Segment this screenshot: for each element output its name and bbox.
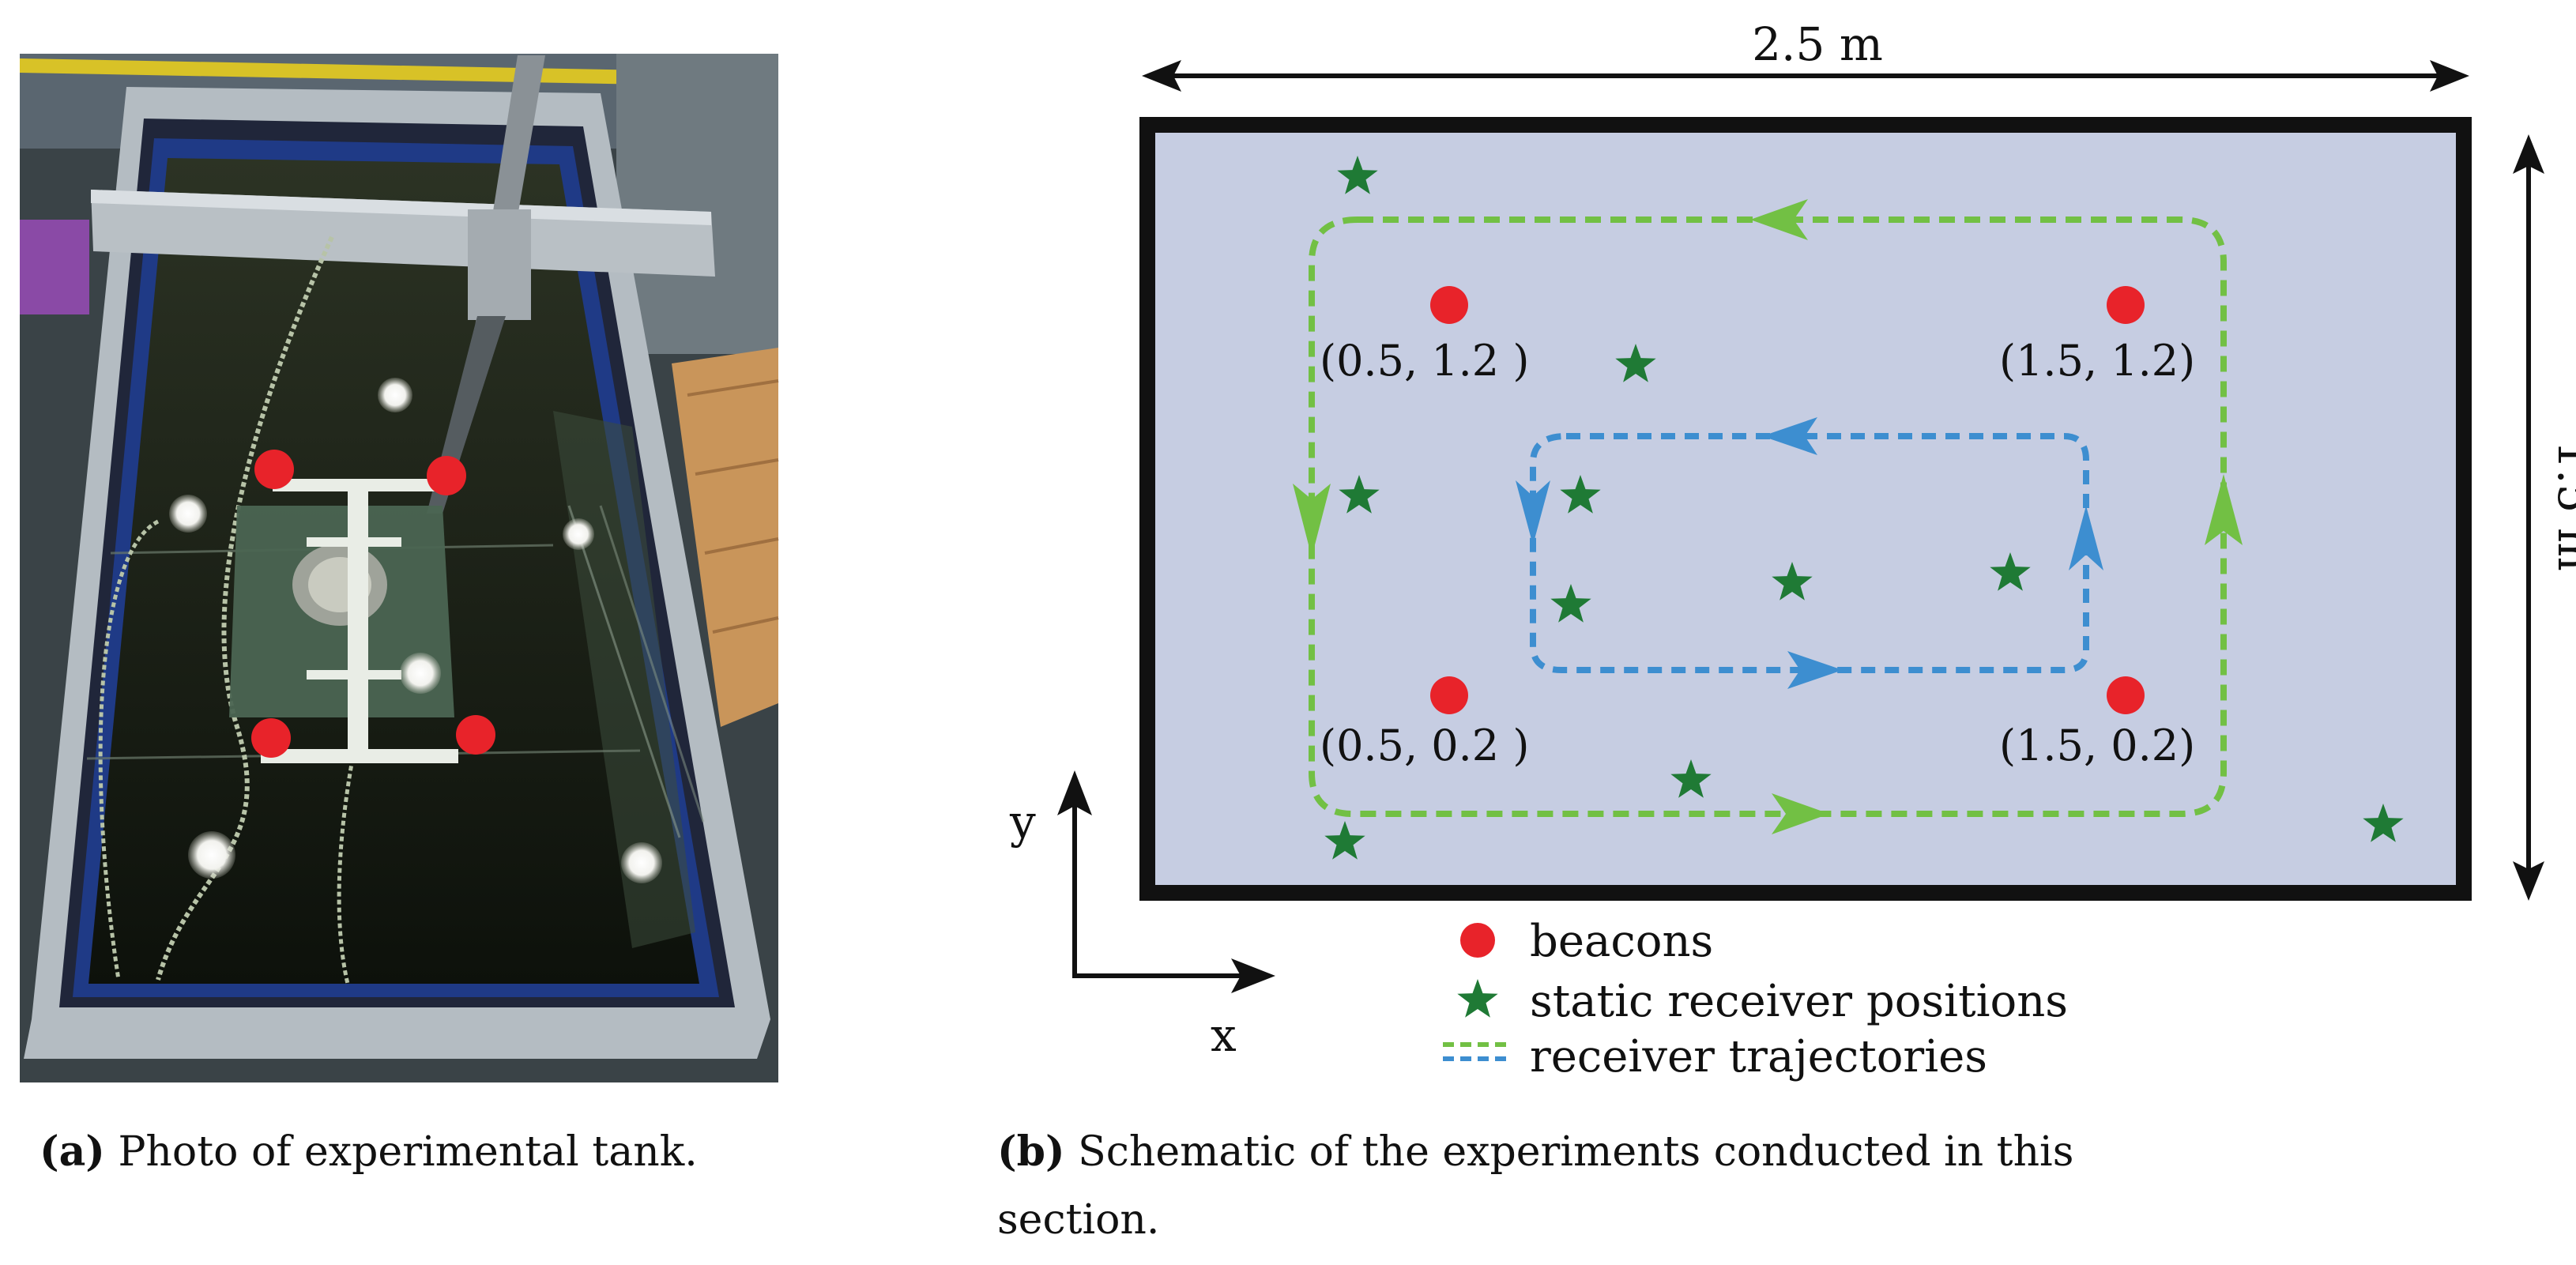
receiver-star [1324,821,1365,860]
outer-trajectory [1309,216,2227,817]
beacon [1430,676,1468,714]
receiver-star [1670,759,1712,798]
width-dimension [1142,60,2469,92]
caption-b-tag: (b) [997,1128,1065,1176]
receiver-star [1339,475,1380,514]
coordinate-axes [1057,770,1275,993]
legend-star-marker [1457,979,1498,1018]
caption-a-tag: (a) [40,1128,105,1176]
legend-beacons: beacons [1530,916,1713,967]
receiver-star [1560,475,1601,514]
legend-static: static receiver positions [1530,976,2068,1027]
receiver-star [2363,804,2404,842]
receiver-star [1337,156,1378,194]
height-label: 1.5 m [2548,440,2576,571]
outer-trajectory-arrow [1772,793,1829,834]
outer-trajectory-arrow [1293,484,1331,557]
beacon [2107,676,2145,714]
tank-outline [1139,117,2472,901]
receiver-star [1772,562,1813,600]
legend-beacon-marker [1460,923,1495,958]
axis-x-label: x [1211,1008,1237,1062]
caption-a-text: Photo of experimental tank. [118,1128,698,1176]
beacon-label: (0.5, 1.2 ) [1320,336,1529,386]
outer-trajectory-arrow [2205,474,2243,545]
receiver-star [1615,344,1656,382]
axis-y-label: y [1009,795,1036,849]
inner-trajectory-arrow [2069,506,2103,570]
receiver-star [1990,552,2031,591]
photo-beacon [254,450,294,489]
inner-trajectory-arrow [1762,417,1817,455]
photo-beacon [427,456,466,495]
photo-beacon [251,718,291,758]
caption-b-text: Schematic of the experiments conducted i… [997,1128,2074,1244]
inner-trajectory-arrow [1787,651,1843,689]
outer-trajectory-arrow [1750,199,1808,240]
inner-trajectory [1530,433,2089,673]
height-dimension [2513,134,2544,901]
legend-trajectories: receiver trajectories [1530,1031,1987,1082]
photo-beacon [456,715,495,755]
legend: beacons static receiver positions receiv… [1443,916,2068,1082]
beacon [2107,286,2145,324]
caption-b: (b) Schematic of the experiments conduct… [997,1118,2198,1254]
width-label: 2.5 m [1752,17,1883,71]
beacon-label: (0.5, 0.2 ) [1320,721,1529,770]
receiver-star [1550,584,1591,623]
schematic: 2.5 m 1.5 m (0.5, 1.2 ) (1. [1009,17,2576,1082]
inner-trajectory-arrow [1516,480,1550,545]
tank-photo [20,54,779,1082]
beacon-label: (1.5, 1.2) [1999,336,2195,386]
beacon [1430,286,1468,324]
caption-a: (a) Photo of experimental tank. [40,1118,988,1186]
beacon-label: (1.5, 0.2) [1999,721,2195,770]
